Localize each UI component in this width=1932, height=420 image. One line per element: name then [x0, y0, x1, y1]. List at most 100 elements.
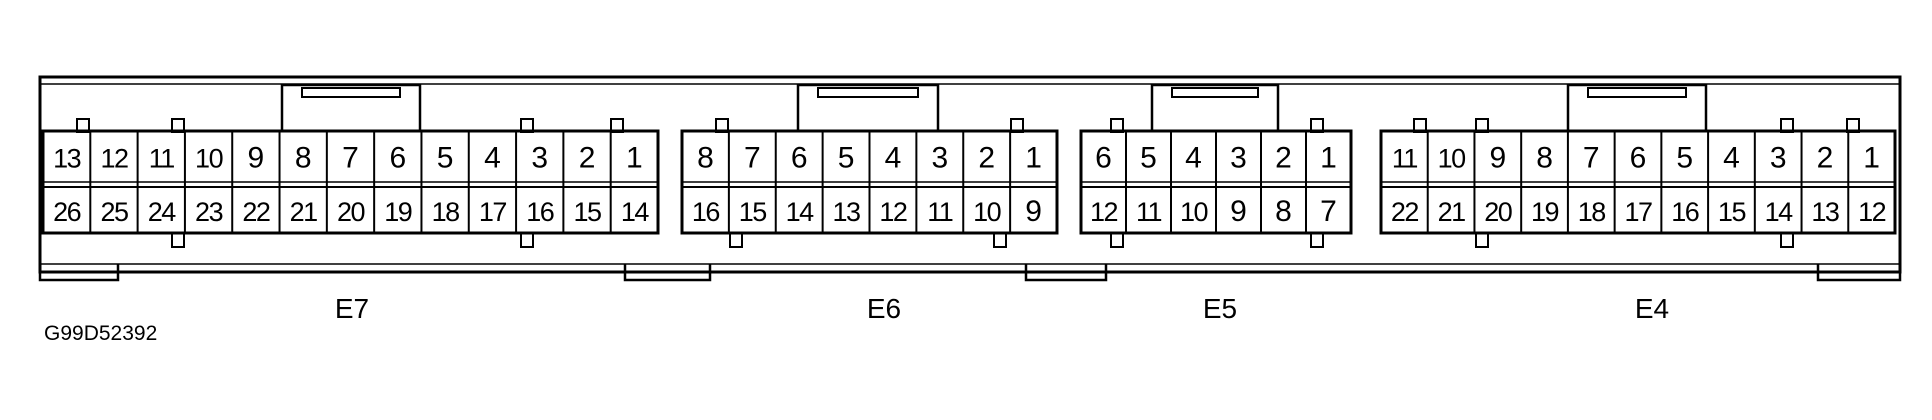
pin-bottom-15: 15 [574, 197, 602, 227]
pin-bottom-17: 17 [1624, 197, 1652, 227]
connector-label: E6 [867, 293, 901, 324]
lock-nub-bottom [171, 232, 185, 248]
lock-nub-bottom [729, 232, 743, 248]
lock-nub-bottom [993, 232, 1007, 248]
pin-bottom-26: 26 [53, 197, 81, 227]
mounting-tab-1 [38, 264, 120, 282]
pin-bottom-22: 22 [1391, 197, 1419, 227]
pin-bottom-21: 21 [290, 197, 318, 227]
latch-slot [1587, 87, 1687, 98]
pin-top-10: 10 [195, 144, 223, 174]
pin-bottom-25: 25 [100, 197, 128, 227]
pin-top-2: 2 [1275, 142, 1292, 175]
connector-label: E7 [335, 293, 369, 324]
pin-bottom-19: 19 [384, 197, 412, 227]
pin-top-7: 7 [342, 142, 359, 175]
pin-bottom-14: 14 [621, 197, 650, 227]
pin-top-9: 9 [248, 142, 265, 175]
pin-bottom-22: 22 [242, 197, 270, 227]
pin-bottom-12: 12 [1090, 197, 1118, 227]
pin-top-8: 8 [697, 142, 714, 175]
pin-top-1: 1 [1320, 142, 1337, 175]
pin-top-6: 6 [791, 142, 808, 175]
pin-top-11: 11 [149, 144, 175, 174]
pin-top-8: 8 [295, 142, 312, 175]
pin-top-1: 1 [1863, 142, 1880, 175]
pin-top-5: 5 [1676, 142, 1693, 175]
pin-bottom-11: 11 [1136, 197, 1162, 227]
pin-top-2: 2 [1817, 142, 1834, 175]
latch-slot [1171, 87, 1259, 98]
pin-bottom-23: 23 [195, 197, 223, 227]
pin-top-2: 2 [579, 142, 596, 175]
lock-nub-bottom [1780, 232, 1794, 248]
pin-bottom-16: 16 [692, 197, 720, 227]
pin-top-1: 1 [626, 142, 643, 175]
pin-bottom-19: 19 [1531, 197, 1559, 227]
pin-top-7: 7 [744, 142, 761, 175]
connector-label: E5 [1203, 293, 1237, 324]
pin-top-5: 5 [437, 142, 454, 175]
pin-bottom-11: 11 [927, 197, 953, 227]
pin-top-1: 1 [1025, 142, 1042, 175]
lock-nub-bottom [520, 232, 534, 248]
pin-bottom-12: 12 [879, 197, 907, 227]
pin-bottom-21: 21 [1438, 197, 1466, 227]
pin-top-6: 6 [389, 142, 406, 175]
lock-nub-bottom [1310, 232, 1324, 248]
pin-bottom-16: 16 [526, 197, 554, 227]
lock-nub-bottom [1110, 232, 1124, 248]
pin-top-4: 4 [1185, 142, 1202, 175]
pin-bottom-10: 10 [973, 197, 1001, 227]
figure-id: G99D52392 [44, 322, 158, 345]
latch-slot [817, 87, 919, 98]
mounting-tab-3 [1024, 264, 1108, 282]
pin-top-8: 8 [1536, 142, 1553, 175]
pin-top-4: 4 [1723, 142, 1740, 175]
pin-bottom-14: 14 [1765, 197, 1794, 227]
pin-top-3: 3 [1770, 142, 1787, 175]
pin-bottom-9: 9 [1025, 195, 1042, 228]
pin-bottom-10: 10 [1180, 197, 1208, 227]
pin-top-5: 5 [838, 142, 855, 175]
mounting-tab-4 [1816, 264, 1902, 282]
pin-bottom-13: 13 [833, 197, 861, 227]
pin-top-4: 4 [484, 142, 501, 175]
pin-bottom-14: 14 [786, 197, 815, 227]
pin-top-5: 5 [1140, 142, 1157, 175]
pin-bottom-20: 20 [337, 197, 365, 227]
pin-top-13: 13 [53, 144, 81, 174]
pin-top-3: 3 [531, 142, 548, 175]
pin-bottom-7: 7 [1320, 195, 1337, 228]
pin-bottom-15: 15 [1718, 197, 1746, 227]
pin-top-6: 6 [1095, 142, 1112, 175]
pin-bottom-13: 13 [1811, 197, 1839, 227]
pin-bottom-17: 17 [479, 197, 507, 227]
pin-top-7: 7 [1583, 142, 1600, 175]
mounting-tabs [38, 264, 1902, 282]
pin-top-2: 2 [978, 142, 995, 175]
pin-bottom-16: 16 [1671, 197, 1699, 227]
pin-top-3: 3 [931, 142, 948, 175]
pin-bottom-20: 20 [1484, 197, 1512, 227]
pin-bottom-9: 9 [1230, 195, 1247, 228]
pin-top-3: 3 [1230, 142, 1247, 175]
pin-bottom-12: 12 [1858, 197, 1886, 227]
mounting-tab-2 [623, 264, 712, 282]
pin-top-6: 6 [1630, 142, 1647, 175]
latch-slot [301, 87, 401, 98]
pin-top-4: 4 [885, 142, 902, 175]
pin-bottom-24: 24 [148, 197, 177, 227]
pin-bottom-15: 15 [739, 197, 767, 227]
pin-top-12: 12 [100, 144, 128, 174]
pin-bottom-18: 18 [1578, 197, 1606, 227]
pin-bottom-8: 8 [1275, 195, 1292, 228]
pin-top-11: 11 [1392, 144, 1418, 174]
lock-nub-bottom [1475, 232, 1489, 248]
pin-top-9: 9 [1489, 142, 1506, 175]
